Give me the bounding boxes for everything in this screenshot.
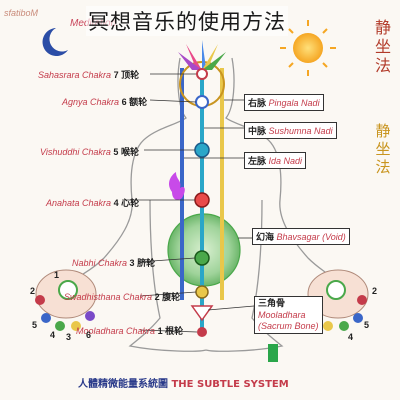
chakra-label-en: Agnya Chakra bbox=[62, 97, 120, 107]
bhavsagar-box: 幻海 Bhavsagar (Void) bbox=[252, 228, 350, 245]
chakra-label-en: Nabhi Chakra bbox=[72, 258, 128, 268]
left-hand-icon bbox=[35, 269, 97, 331]
chakra-label-en: Vishuddhi Chakra bbox=[40, 147, 111, 157]
chakra-label-cn: 喉轮 bbox=[120, 148, 139, 158]
chakra-label-cn: 额轮 bbox=[129, 98, 148, 108]
chakra-3-nabhi bbox=[194, 250, 210, 266]
candle-icon bbox=[268, 344, 278, 362]
nadi-cn: 右脉 bbox=[248, 99, 267, 109]
chakra-label-cn: 心轮 bbox=[121, 199, 140, 209]
chakra-label-num: 5 bbox=[113, 147, 119, 157]
chakra-6-agnya bbox=[195, 95, 209, 109]
left-hand-number: 5 bbox=[32, 320, 38, 330]
right-hand-number: 2 bbox=[372, 286, 378, 296]
chakra-label-num: 1 bbox=[157, 326, 163, 336]
footer-en: THE SUBTLE SYSTEM bbox=[171, 379, 289, 390]
leader-lines bbox=[122, 73, 255, 333]
nadi-cn: 中脉 bbox=[248, 127, 267, 137]
sun-icon bbox=[280, 20, 336, 76]
chakra-label-7: Sahasrara Chakra 7 顶轮 bbox=[38, 68, 139, 81]
mooladhara-right-cn: 三角骨 bbox=[258, 299, 286, 309]
chakra-label-cn: 腹轮 bbox=[162, 293, 181, 303]
nadi-box-pingala: 右脉 Pingala Nadi bbox=[244, 94, 324, 111]
flame-icon bbox=[169, 172, 185, 200]
left-hand-number: 1 bbox=[54, 270, 60, 280]
mooladhara-right-sub: (Sacrum Bone) bbox=[258, 321, 319, 331]
nadi-box-ida: 左脉 Ida Nadi bbox=[244, 152, 307, 169]
right-hand-number: 5 bbox=[364, 320, 370, 330]
chakra-4-anahata bbox=[194, 192, 210, 208]
chakra-label-4: Anahata Chakra 4 心轮 bbox=[46, 196, 139, 209]
chakra-label-en: Swadhisthana Chakra bbox=[64, 292, 153, 302]
right-hand-number: 4 bbox=[348, 332, 354, 342]
chakra-label-num: 4 bbox=[113, 198, 119, 208]
chakra-label-num: 7 bbox=[113, 70, 119, 80]
chakra-label-cn: 顶轮 bbox=[121, 71, 140, 81]
mooladhara-right-box: 三角骨 Mooladhara (Sacrum Bone) bbox=[254, 296, 323, 334]
chakra-label-en: Sahasrara Chakra bbox=[38, 70, 112, 80]
moon-icon bbox=[42, 28, 68, 56]
chakra-label-num: 2 bbox=[154, 292, 160, 302]
chakra-7-crown bbox=[196, 68, 208, 80]
chakra-label-en: Mooladhara Chakra bbox=[76, 326, 156, 336]
nadi-cn: 左脉 bbox=[248, 157, 267, 167]
chakra-label-cn: 脐轮 bbox=[137, 259, 156, 269]
vertical-gold-text: 静坐法 bbox=[375, 122, 391, 176]
left-hand-number: 6 bbox=[86, 330, 92, 340]
chakra-label-cn: 根轮 bbox=[165, 327, 184, 337]
footer-caption: 人體精微能量系統圖 THE SUBTLE SYSTEM bbox=[78, 375, 289, 390]
bhavsagar-sub: (Void) bbox=[322, 232, 346, 242]
left-hand-number: 4 bbox=[50, 330, 56, 340]
nadi-en: Sushumna Nadi bbox=[268, 126, 333, 136]
chakra-label-num: 6 bbox=[121, 97, 127, 107]
bhavsagar-cn: 幻海 bbox=[256, 233, 275, 243]
chakra-1-mooladhara bbox=[190, 305, 214, 322]
chakra-label-3: Nabhi Chakra 3 脐轮 bbox=[72, 256, 155, 269]
chakra-label-num: 3 bbox=[129, 258, 135, 268]
chakra-label-1: Mooladhara Chakra 1 根轮 bbox=[76, 324, 183, 337]
nadi-en: Pingala Nadi bbox=[268, 98, 320, 108]
nadi-box-sushumna: 中脉 Sushumna Nadi bbox=[244, 122, 337, 139]
footer-cn: 人體精微能量系統圖 bbox=[78, 379, 168, 390]
left-hand-number: 3 bbox=[66, 332, 72, 342]
left-hand-number: 2 bbox=[30, 286, 36, 296]
chakra-label-5: Vishuddhi Chakra 5 喉轮 bbox=[40, 145, 139, 158]
right-hand-icon bbox=[307, 269, 369, 331]
nadi-en: Ida Nadi bbox=[268, 156, 303, 166]
top-left-text: sfatiboM bbox=[4, 8, 39, 18]
vertical-red-text: 静坐法 bbox=[374, 18, 391, 75]
mooladhara-right-en: Mooladhara bbox=[258, 310, 306, 320]
chakra-2-swadhisthana bbox=[195, 285, 209, 299]
bhavsagar-en: Bhavsagar bbox=[276, 232, 320, 242]
page-title: 冥想音乐的使用方法 bbox=[86, 6, 288, 36]
chakra-centers bbox=[190, 68, 214, 337]
chakra-label-6: Agnya Chakra 6 额轮 bbox=[62, 95, 147, 108]
chakra-5-vishuddhi bbox=[194, 142, 210, 158]
crown-rays-icon bbox=[178, 40, 226, 70]
chakra-label-2: Swadhisthana Chakra 2 腹轮 bbox=[64, 290, 180, 303]
chakra-label-en: Anahata Chakra bbox=[46, 198, 112, 208]
